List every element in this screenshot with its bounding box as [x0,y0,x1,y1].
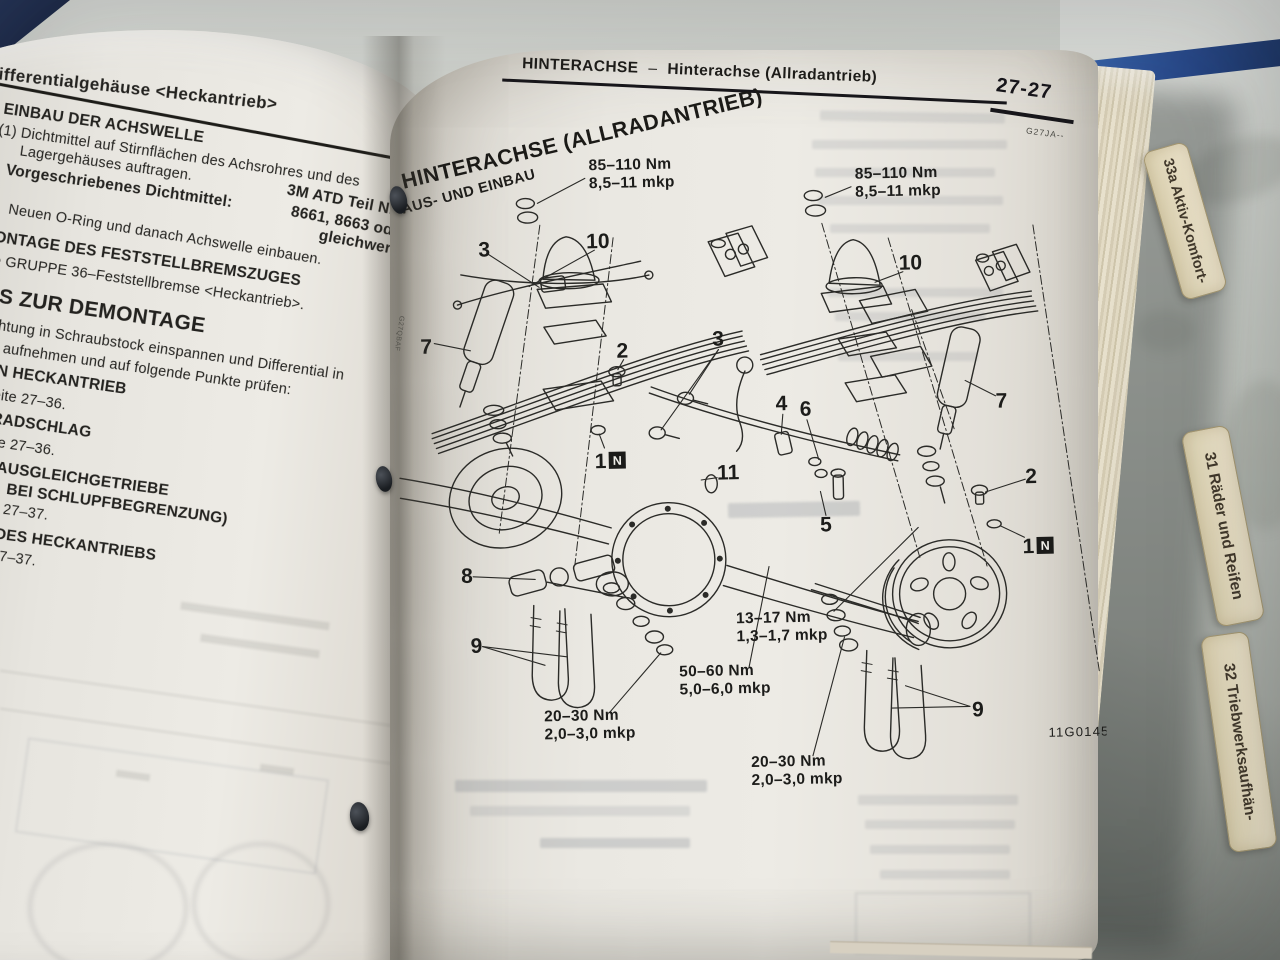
torque-mkp: 2,0–3,0 mkp [751,770,843,789]
callout: 4 [775,392,787,415]
frame-bracket-plates [858,288,933,378]
body-line: 27–37. [0,547,38,570]
ghost-text-line [828,288,1003,297]
ghost-text-line [865,820,1015,829]
torque-nm: 85–110 Nm [588,156,671,175]
callout: 1 [595,450,607,473]
torque-nm: 13–17 Nm [736,609,811,628]
callout-numbers: 3 10 7 2 3 1 N 11 4 6 5 2 1 N 7 10 8 9 [420,230,1054,721]
ghost-text-line [858,795,1018,805]
callout: 3 [712,327,724,350]
torque-mkp: 8,5–11 mkp [589,173,675,192]
n-box-letter: N [1040,539,1049,553]
ghost-text-line [818,196,1003,205]
header-topic: Hinterachse (Allradantrieb) [667,60,878,86]
torque-mkp: 2,0–3,0 mkp [544,724,636,743]
callout: 2 [1025,465,1037,488]
left-page: ifferentialgehäuse <Heckantrieb> EINBAU … [0,30,440,960]
ghost-text-line [819,110,1006,124]
callout: 6 [799,398,811,421]
torque-labels: 85–110 Nm 8,5–11 mkp 85–110 Nm 8,5–11 mk… [544,156,1108,789]
ghost-text-line [838,352,978,361]
torque-mkp: 1,3–1,7 mkp [736,626,828,645]
table-stain [1135,310,1195,352]
ghost-text-line [812,140,1007,149]
ghost-text-line [540,838,690,848]
callout: 1 [1022,535,1034,558]
ghost-circle [28,842,188,960]
ghost-text-line [830,224,990,233]
callout: 2 [616,339,628,362]
right-brake-drum [810,539,1008,651]
callout: 7 [995,390,1007,413]
parking-brake-cable [590,356,901,500]
header-section: HINTERACHSE [521,55,639,77]
ghost-heading [455,780,707,792]
right-shock-absorber [916,326,1002,529]
exploded-rear-axle-diagram: 3 10 7 2 3 1 N 11 4 6 5 2 1 N 7 10 8 9 [399,156,1108,789]
callout: 5 [820,513,832,536]
left-mount-washers [602,582,674,656]
ghost-text-line [870,845,1010,854]
callout: 11 [717,461,740,484]
callout: 9 [972,698,984,721]
universal-joint [508,554,627,599]
ghost-text-line [835,312,985,321]
callout: 10 [898,251,922,274]
n-box [1036,536,1054,554]
right-spring-assembly [759,189,1039,403]
left-u-bolts [529,604,596,709]
axle-housing-differential [399,477,932,647]
n-box-letter: N [613,454,622,468]
torque-nm: 50–60 Nm [679,662,754,681]
torque-nm: 85–110 Nm [855,164,938,183]
torque-mkp: 5,0–6,0 mkp [679,680,771,699]
right-u-bolts [860,649,927,760]
right-page: HINTERACHSE–Hinterachse (Allradantrieb) … [390,50,1108,960]
figure-code: 11G0145 [1048,723,1108,739]
ghost-text-line [880,870,1010,879]
left-wheel-drum [448,447,563,549]
header-separator: – [648,60,658,78]
page-number: 27-27 [994,74,1054,104]
callout: 9 [470,635,482,658]
callout: 7 [420,336,432,359]
n-box [608,451,626,469]
body-line: eite 27–36. [0,387,68,414]
leader-lines [433,177,1026,757]
body-line: ite 27–36. [0,434,57,460]
callout: 10 [586,230,610,253]
ghost-circle [192,842,330,960]
callout: 8 [461,565,473,588]
page-stack-lip [829,941,1093,959]
callout: 3 [478,238,490,261]
torque-mkp: 8,5–11 mkp [855,182,941,201]
ghost-text-line [815,168,995,177]
torque-nm: 20–30 Nm [751,752,826,771]
torque-nm: 20–30 Nm [544,707,619,726]
tab-label: 32 Triebwerksaufhän- [1220,662,1259,822]
left-shock-absorber [459,279,515,457]
ghost-text-line [470,806,690,816]
